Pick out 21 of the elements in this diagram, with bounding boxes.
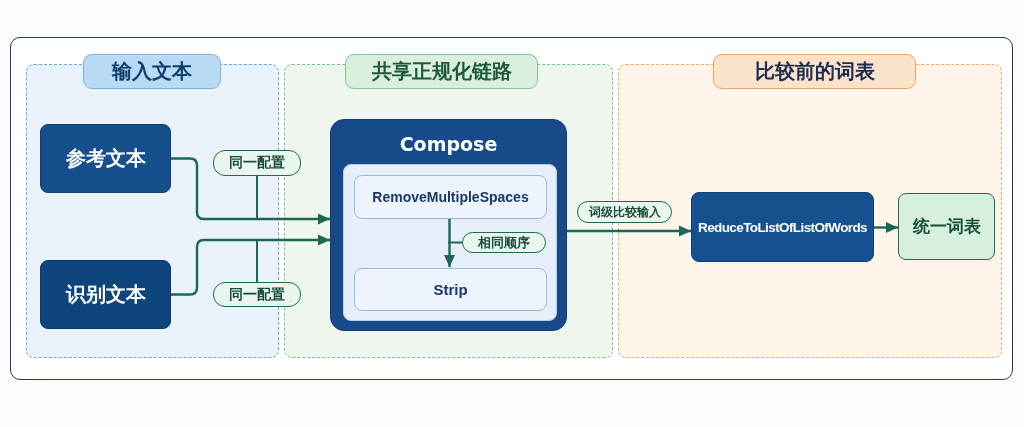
process-box: 识别文本	[40, 260, 171, 329]
arrow	[171, 157, 330, 225]
arrow	[171, 234, 330, 296]
panel-heading: 比较前的词表	[713, 54, 916, 89]
panel-heading: 共享正规化链路	[345, 54, 538, 89]
group-panel	[284, 54, 613, 358]
arrow	[567, 225, 691, 237]
edge-label: 词级比较输入	[577, 201, 672, 223]
process-box: Strip	[354, 268, 547, 311]
arrow	[874, 222, 898, 233]
edge-label: 相同顺序	[462, 232, 546, 253]
arrow	[444, 218, 455, 267]
result-box: 统一词表	[898, 193, 995, 260]
box-title: Compose	[398, 132, 499, 157]
container-box	[330, 119, 567, 331]
process-box: RemoveMultipleSpaces	[354, 175, 547, 219]
process-box: 参考文本	[40, 124, 171, 193]
edge-label: 同一配置	[213, 150, 301, 176]
edge-label: 同一配置	[213, 282, 301, 307]
panel-heading: 输入文本	[83, 54, 221, 89]
process-box: ReduceToListOfListOfWords	[691, 192, 874, 262]
